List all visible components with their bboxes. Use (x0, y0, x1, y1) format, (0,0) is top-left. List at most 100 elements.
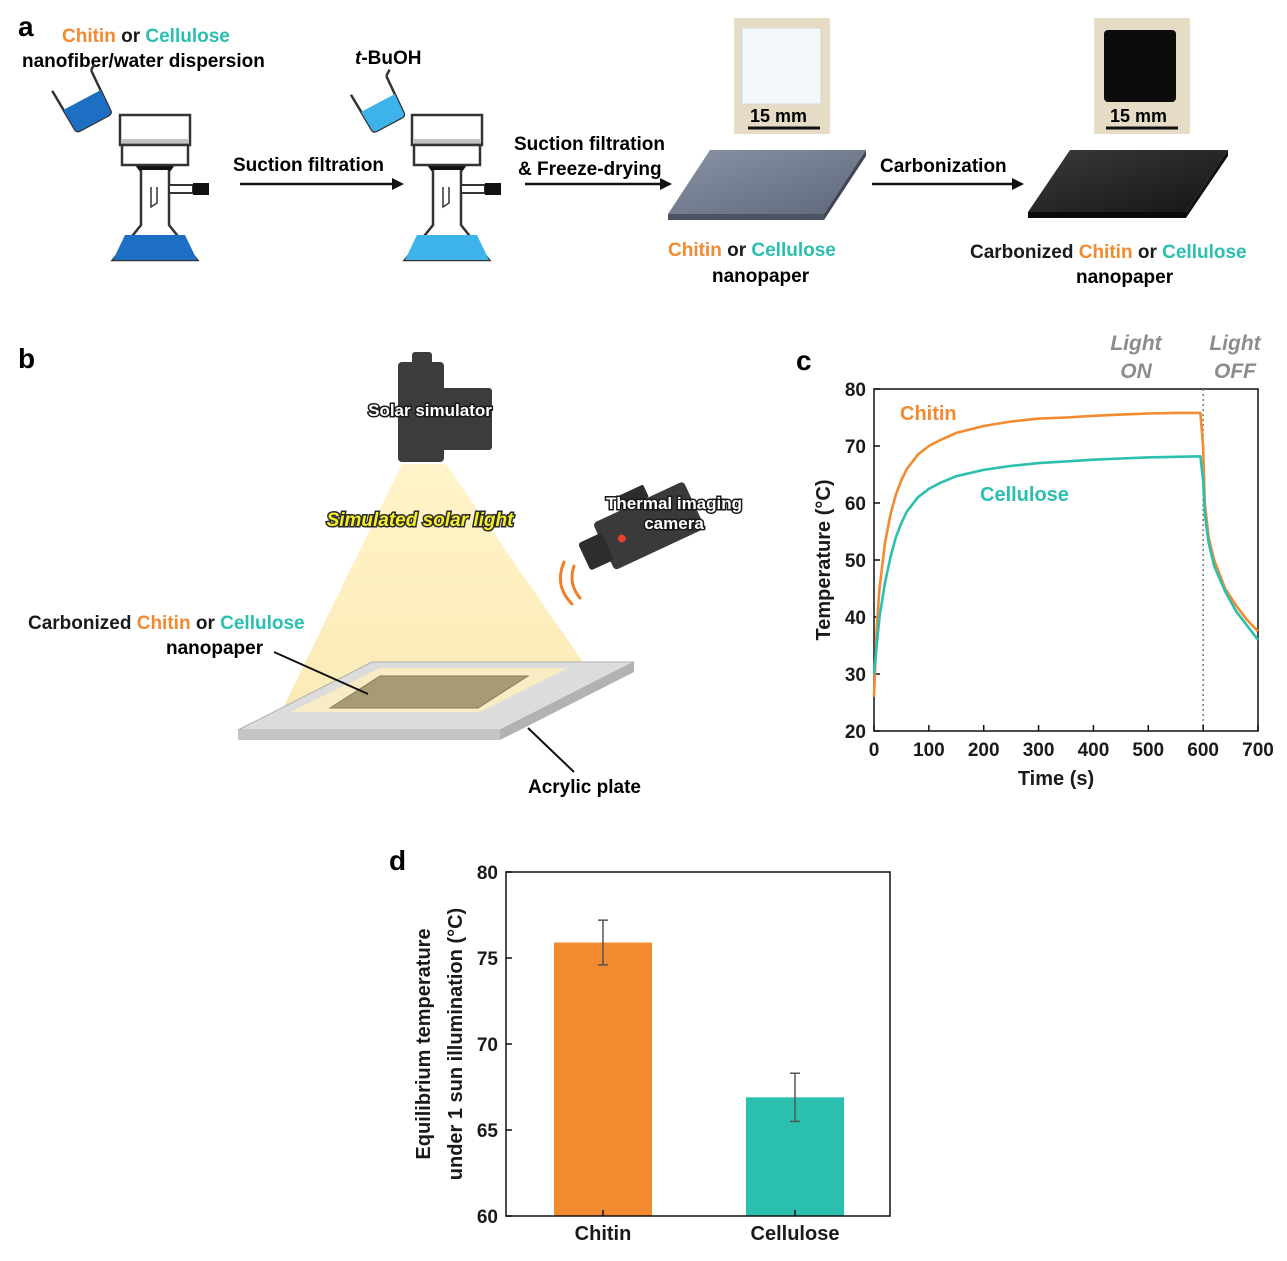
x-axis-label: Time (s) (1018, 768, 1094, 790)
signal-waves-icon (558, 560, 582, 606)
carbonized-chitin-word: Chitin (1079, 242, 1133, 263)
y-axis-label: Temperature (°C) (813, 480, 835, 641)
plate-label: Acrylic plate (528, 777, 641, 798)
x-tick-label: 100 (913, 740, 945, 761)
y-tick-label: 65 (477, 1121, 499, 1142)
carbonized-nanopaper-subtitle: nanopaper (1076, 267, 1174, 288)
plate-pointer (527, 727, 575, 773)
carbonized-nanopaper-sheet (1028, 150, 1228, 218)
nanopaper-title: Chitin or Cellulose (668, 240, 836, 261)
panel-a: a Chitin or Cellulose nanofiber/water di… (18, 11, 1247, 288)
light-off-label-line1: Light (1209, 332, 1261, 355)
filtration-flask-icon (110, 113, 209, 262)
sample-chitin-word: Chitin (137, 613, 191, 634)
temperature-line-chart: 0 100 200 300 400 500 600 700 20 30 40 50 60 70 80Time… (813, 380, 1274, 790)
nanopaper-chitin-word: Chitin (668, 240, 722, 261)
series-label-cellulose: Cellulose (980, 484, 1069, 506)
sample-cellulose-word: Cellulose (220, 613, 304, 634)
step1-label: Suction filtration (233, 155, 384, 176)
y-tick-label: 80 (845, 380, 866, 401)
y-tick-label: 60 (477, 1207, 498, 1228)
y-tick-label: 20 (845, 722, 866, 743)
y-tick-label: 40 (845, 608, 866, 629)
y-tick-label: 75 (477, 949, 499, 970)
y-tick-label: 70 (845, 437, 866, 458)
arrowhead-step3 (1012, 178, 1024, 190)
series-label-chitin: Chitin (900, 403, 957, 425)
tbuoh-t: t (355, 48, 362, 69)
x-tick-label: 600 (1187, 740, 1219, 761)
x-tick-label: 500 (1132, 740, 1164, 761)
thermal-camera-label-line1: Thermal imaging (606, 494, 742, 513)
sample-label-line2: nanopaper (166, 638, 264, 659)
x-tick-label: 300 (1023, 740, 1055, 761)
thermal-camera-icon (578, 482, 705, 570)
step3-label: Carbonization (880, 156, 1007, 177)
nanopaper-subtitle: nanopaper (712, 266, 810, 287)
carbonized-cellulose-word: Cellulose (1162, 242, 1246, 263)
y-axis-label-line1: Equilibrium temperature (413, 928, 435, 1159)
y-tick-label: 60 (845, 494, 866, 515)
plot-frame (873, 388, 1259, 732)
panel-b-label: b (18, 343, 35, 374)
filtration-flask-2-icon (402, 113, 501, 262)
source-title: Chitin or Cellulose (62, 26, 230, 47)
x-tick-label-cellulose: Cellulose (751, 1223, 840, 1245)
bar-chitin (554, 942, 652, 1216)
light-on-label-line2: ON (1120, 360, 1152, 383)
panel-a-label: a (18, 11, 34, 42)
carbonized-nanopaper-title: Carbonized Chitin or Cellulose (970, 242, 1247, 263)
y-tick-label: 70 (477, 1035, 498, 1056)
light-beam (282, 464, 585, 710)
y-tick-label: 50 (845, 551, 866, 572)
x-tick-label: 700 (1242, 740, 1274, 761)
beaker-tbuoh-icon (349, 69, 406, 133)
tbuoh-rest: -BuOH (361, 48, 421, 69)
x-tick-label: 200 (968, 740, 1000, 761)
panel-c-label: c (796, 345, 812, 376)
sample-or-word: or (191, 613, 221, 634)
solar-simulator-label: Solar simulator (368, 401, 492, 420)
simulated-light-label: Simulated solar light (327, 510, 515, 531)
sample-sheet (328, 675, 530, 709)
source-subtitle: nanofiber/water dispersion (22, 51, 265, 72)
x-tick-label: 0 (869, 740, 880, 761)
scale-bar-2-label: 15 mm (1110, 106, 1167, 126)
carbonized-prefix: Carbonized (970, 242, 1079, 263)
x-tick-label-chitin: Chitin (575, 1223, 632, 1245)
nanopaper-photo: 15 mm (734, 18, 830, 134)
panel-c: c Light ON Light OFF 0 100 200 300 400 500 600… (796, 332, 1274, 790)
thermal-camera-label-line2: camera (644, 514, 704, 533)
carbonized-nanopaper-photo: 15 mm (1094, 18, 1190, 134)
step2-label-line1: Suction filtration (514, 134, 665, 155)
x-tick-label: 400 (1078, 740, 1110, 761)
scale-bar-1-label: 15 mm (750, 106, 807, 126)
sample-label: Carbonized Chitin or Cellulose (28, 613, 305, 634)
series-line-cellulose (872, 454, 1260, 675)
light-off-label-line2: OFF (1214, 360, 1257, 383)
panel-d-label: d (389, 845, 406, 876)
y-axis-label-line2: under 1 sun illumination (°C) (445, 908, 467, 1180)
sample-prefix: Carbonized (28, 613, 137, 634)
arrowhead-step1 (392, 178, 404, 190)
carbonized-or-word: or (1133, 242, 1163, 263)
nanopaper-sheet (668, 150, 866, 220)
solar-simulator-icon (398, 352, 492, 462)
series-line-chitin (872, 411, 1259, 697)
y-tick-label: 80 (477, 863, 498, 884)
source-chitin-word: Chitin (62, 26, 116, 47)
source-cellulose-word: Cellulose (145, 26, 229, 47)
arrowhead-step2 (660, 178, 672, 190)
step2-label-line2: & Freeze-drying (518, 159, 662, 180)
y-tick-label: 30 (845, 665, 866, 686)
nanopaper-cellulose-word: Cellulose (751, 240, 835, 261)
light-on-label-line1: Light (1110, 332, 1162, 355)
sample-pointer (273, 651, 369, 695)
tbuoh-label: t-BuOH (355, 48, 421, 69)
nanopaper-or-word: or (722, 240, 752, 261)
source-or-word: or (116, 26, 146, 47)
panel-b: b Solar simulator Simulated solar light … (18, 343, 744, 798)
